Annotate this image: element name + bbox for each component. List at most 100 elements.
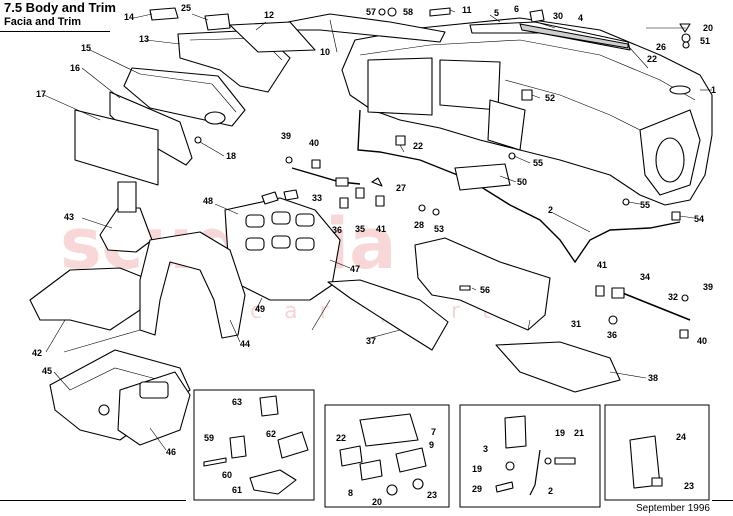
clip-40-left [311,159,321,169]
washer-19b [544,457,552,465]
clip-30 [529,9,545,23]
label-48: 48 [203,196,213,206]
label-6: 6 [514,4,519,14]
label-27: 27 [396,183,406,193]
header-section-title: 7.5 Body and Trim [4,0,116,15]
leader-lines [43,9,712,451]
cable-2 [357,109,681,264]
label-45: 45 [42,366,52,376]
label-56: 56 [480,285,490,295]
label-36-left: 36 [332,225,342,235]
demister-strip-shade [519,23,629,49]
bracket-50 [454,163,511,191]
label-63: 63 [232,397,242,407]
label-18: 18 [226,151,236,161]
washer-58 [387,7,397,17]
clip-62 [277,431,309,459]
console-bezel [224,189,341,301]
nut-51 [681,33,691,43]
label-13: 13 [139,34,149,44]
fastener-36-right [608,315,618,325]
facia-panel [341,17,713,206]
label-44: 44 [240,339,250,349]
screw-57 [378,8,386,16]
label-41-left: 41 [376,224,386,234]
label-32: 32 [668,292,678,302]
detail-box-2 [324,404,450,508]
label-54: 54 [694,214,704,224]
label-41-right: 41 [597,260,607,270]
label-39-left: 39 [281,131,291,141]
label-19-a: 19 [555,428,565,438]
label-3: 3 [483,444,488,454]
label-2-top: 2 [548,205,553,215]
label-60: 60 [222,470,232,480]
label-11: 11 [462,5,472,15]
screw-18 [194,136,202,144]
footer-rule-left [0,500,186,501]
cable-2-box [529,449,541,496]
label-20-box: 20 [372,497,382,507]
rod-32 [619,291,691,321]
clip-60 [229,435,247,459]
bolt-29 [495,481,514,493]
clip-9-part [395,447,427,473]
bracket-11 [429,7,451,17]
label-23-box2: 23 [427,490,437,500]
label-21: 21 [574,428,584,438]
label-23-box4: 23 [684,481,694,491]
screw-39-right [681,294,689,302]
screw-20-box [386,484,398,496]
upper-strip [287,13,446,43]
label-36-right: 36 [607,330,617,340]
label-15: 15 [81,43,91,53]
label-10: 10 [320,47,330,57]
label-53: 53 [434,224,444,234]
label-46: 46 [166,447,176,457]
label-24: 24 [676,432,686,442]
label-34: 34 [640,272,650,282]
label-37: 37 [366,336,376,346]
label-58: 58 [403,7,413,17]
label-62: 62 [266,429,276,439]
label-16: 16 [70,63,80,73]
clip-54 [671,211,681,221]
detail-box-4 [604,404,710,501]
clip-40-right [679,329,689,339]
label-22-right: 22 [647,54,657,64]
bracket-22-mid [395,135,406,146]
clip-41-left [375,195,385,207]
clip-41-right [595,285,605,297]
cover-17 [74,109,159,186]
clip-63 [259,395,279,417]
label-7: 7 [431,427,436,437]
label-50: 50 [517,177,527,187]
label-26: 26 [656,42,666,52]
label-33: 33 [312,193,322,203]
fastener-39-left [285,156,293,164]
clip-8-part [359,459,383,481]
washer-19a [505,461,515,471]
clip-7-part [359,413,419,447]
label-35: 35 [355,224,365,234]
trim-44 [139,231,246,339]
screw-23-box [412,478,424,490]
label-25: 25 [181,3,191,13]
label-57: 57 [366,7,376,17]
label-42: 42 [32,348,42,358]
clip-22-box [339,445,363,467]
label-52: 52 [545,93,555,103]
label-9: 9 [429,440,434,450]
detail-box-3 [459,404,601,508]
clip-34 [611,287,625,299]
cable-33 [291,167,361,185]
label-38: 38 [648,373,658,383]
label-5: 5 [494,8,499,18]
clip-23-box4 [651,477,663,487]
screw-55-mid [508,152,516,160]
label-22-box: 22 [336,433,346,443]
label-31: 31 [571,319,581,329]
clip-33 [335,177,349,187]
footer-date: September 1996 [636,503,710,514]
